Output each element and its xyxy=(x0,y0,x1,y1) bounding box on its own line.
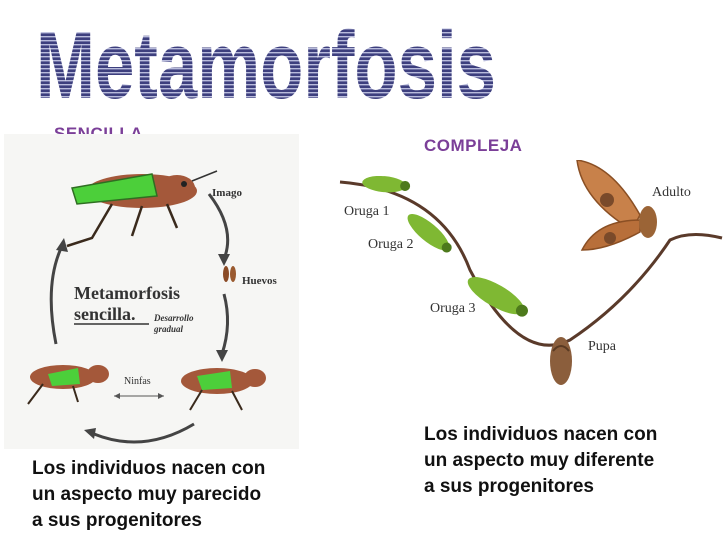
stage-oruga3: Oruga 3 xyxy=(430,301,476,316)
simple-caption-line-2: un aspecto muy parecido xyxy=(32,484,262,505)
nymph-grasshopper-right xyxy=(181,368,266,411)
simple-diagram-subtitle-2: gradual xyxy=(153,324,184,334)
simple-diagram-title-1: Metamorfosis xyxy=(74,283,180,303)
cycle-arrow-bottom xyxy=(93,422,195,444)
stage-pupa: Pupa xyxy=(588,339,617,354)
caterpillar-3 xyxy=(467,277,528,317)
simple-caption-line-1: Los individuos nacen con xyxy=(32,458,266,479)
simple-diagram-subtitle-1: Desarrollo xyxy=(153,313,194,323)
complex-metamorphosis-diagram: Oruga 1 Oruga 2 Oruga 3 Pupa Adulto xyxy=(339,160,723,385)
complex-label: COMPLEJA xyxy=(424,136,523,155)
simple-caption: Los individuos nacen con un aspecto muy … xyxy=(32,456,265,534)
imago-grasshopper xyxy=(66,170,218,248)
caterpillar-2 xyxy=(407,214,452,253)
development-curve xyxy=(339,180,723,347)
complex-caption-line-3: a sus progenitores xyxy=(424,476,594,497)
eggs-icon xyxy=(223,266,236,282)
cycle-arrow-right xyxy=(207,193,230,260)
title-banner: Metamorfosis xyxy=(35,11,498,119)
simple-metamorphosis-diagram: Imago Huevos Metamorfosis sencilla. Desa… xyxy=(27,170,278,444)
complex-caption: Los individuos nacen con un aspecto muy … xyxy=(424,422,657,500)
stage-oruga2: Oruga 2 xyxy=(368,237,414,252)
stage-adulto: Adulto xyxy=(652,185,691,200)
cycle-arrow-right-lower xyxy=(220,293,229,355)
stage-huevos: Huevos xyxy=(242,275,278,287)
simple-caption-line-3: a sus progenitores xyxy=(32,510,202,531)
caterpillar-1 xyxy=(362,175,411,193)
pupa-icon xyxy=(550,337,572,385)
stage-ninfas: Ninfas xyxy=(124,376,151,387)
simple-diagram-title-2: sencilla. xyxy=(74,304,136,324)
nymph-grasshopper-left xyxy=(27,365,109,405)
stage-oruga1: Oruga 1 xyxy=(344,204,390,219)
page-title: Metamorfosis xyxy=(36,12,496,118)
stage-imago: Imago xyxy=(212,187,242,199)
complex-caption-line-1: Los individuos nacen con xyxy=(424,424,658,445)
cycle-arrow-left xyxy=(49,245,64,345)
complex-caption-line-2: un aspecto muy diferente xyxy=(424,450,655,471)
adult-butterfly xyxy=(576,160,657,251)
